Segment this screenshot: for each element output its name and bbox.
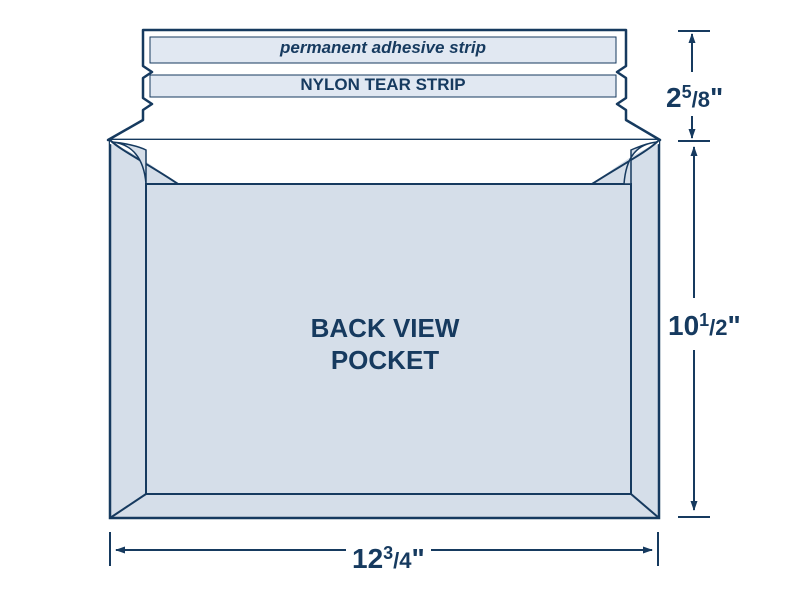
adhesive-strip-label: permanent adhesive strip: [280, 38, 486, 57]
pocket-opening: [110, 140, 659, 184]
bevel-bottom-right: [630, 493, 660, 519]
opening-curve: [109, 139, 660, 185]
bevel-bottom-left: [109, 493, 147, 519]
tear-strip-label: NYLON TEAR STRIP: [300, 75, 466, 94]
height-dimension-label: 101/2": [668, 298, 741, 350]
adhesive-strip: [149, 36, 617, 64]
corner-pocket-right: [623, 141, 658, 185]
corner-pocket-left: [111, 141, 147, 185]
width-dimension-label: 123/4": [346, 537, 431, 577]
view-label-line1: BACK VIEW: [310, 313, 460, 343]
view-label-line2: POCKET: [330, 345, 440, 375]
flap-dimension-label: 25/8": [666, 76, 724, 116]
inner-panel: [145, 183, 632, 495]
view-label: BACK VIEW POCKET: [250, 312, 520, 376]
tear-strip: [149, 74, 617, 98]
